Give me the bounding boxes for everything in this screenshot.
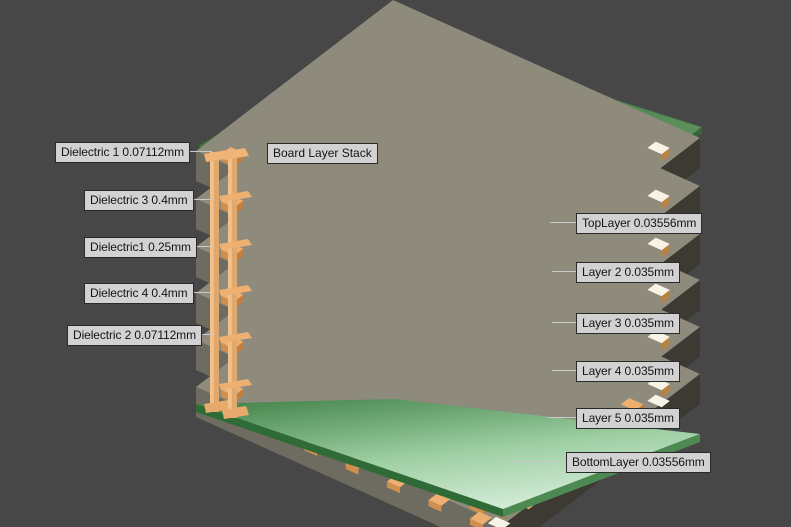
- via-annular-ring-0: [219, 191, 252, 202]
- via-pad-bottom: [222, 406, 249, 419]
- copper-pad-edge: [387, 481, 400, 494]
- callout-copper-layer-2[interactable]: Layer 3 0.035mm: [576, 313, 680, 334]
- callout-dielectric-2[interactable]: Dielectric1 0.25mm: [84, 237, 197, 258]
- via-annular-ring-4: [219, 379, 252, 390]
- callout-leader-line: [552, 271, 578, 272]
- callout-copper-layer-1[interactable]: Layer 2 0.035mm: [576, 262, 680, 283]
- via-pad-top: [222, 148, 249, 160]
- callout-leader-line: [552, 322, 578, 323]
- copper-pad-edge: [661, 337, 670, 351]
- copper-pad: [647, 141, 670, 155]
- callout-copper-layer-5[interactable]: BottomLayer 0.03556mm: [566, 452, 711, 473]
- copper-pad: [620, 398, 644, 411]
- callout-leader-line: [182, 246, 212, 247]
- copper-pad-edge: [470, 518, 483, 527]
- via-annular-ring-2: [219, 285, 252, 296]
- callout-copper-layer-0[interactable]: TopLayer 0.03556mm: [576, 213, 703, 234]
- callout-leader-line: [182, 292, 212, 293]
- callout-leader-line: [552, 370, 578, 371]
- callout-dielectric-3[interactable]: Dielectric 4 0.4mm: [84, 283, 194, 304]
- callout-leader-line: [508, 461, 568, 462]
- copper-pad: [647, 237, 670, 251]
- callout-leader-line: [550, 222, 578, 223]
- copper-pad-edge: [661, 384, 670, 398]
- callout-leader-line: [182, 199, 212, 200]
- copper-pad: [487, 516, 511, 527]
- via-barrel-group: [204, 148, 252, 419]
- callout-copper-layer-4[interactable]: Layer 5 0.035mm: [576, 408, 680, 429]
- copper-pad-edge: [428, 500, 442, 512]
- copper-pad-edge: [661, 244, 670, 258]
- via-annular-ring-1: [219, 239, 252, 250]
- copper-pad: [428, 493, 451, 506]
- copper-pad: [647, 283, 670, 297]
- copper-pad-edge: [345, 462, 359, 475]
- copper-pad-edge: [661, 290, 670, 304]
- via-barrel-2: [222, 148, 249, 419]
- via-barrel-hilite: [228, 150, 232, 418]
- callout-dielectric-4[interactable]: Dielectric 2 0.07112mm: [67, 325, 202, 346]
- via-barrel-hilite: [210, 152, 214, 412]
- callout-copper-layer-3[interactable]: Layer 4 0.035mm: [576, 361, 680, 382]
- callout-dielectric-1[interactable]: Dielectric 3 0.4mm: [84, 190, 194, 211]
- board-layer-stack-title[interactable]: Board Layer Stack: [267, 143, 378, 164]
- copper-pad-edge: [661, 196, 670, 210]
- callout-leader-line: [548, 417, 578, 418]
- copper-pad-edge: [661, 148, 670, 162]
- copper-pad: [647, 189, 670, 203]
- callout-leader-line: [182, 151, 212, 152]
- copper-pad: [470, 511, 492, 525]
- copper-pad: [647, 394, 670, 408]
- via-annular-ring-3: [219, 332, 252, 343]
- callout-dielectric-0[interactable]: Dielectric 1 0.07112mm: [55, 142, 190, 163]
